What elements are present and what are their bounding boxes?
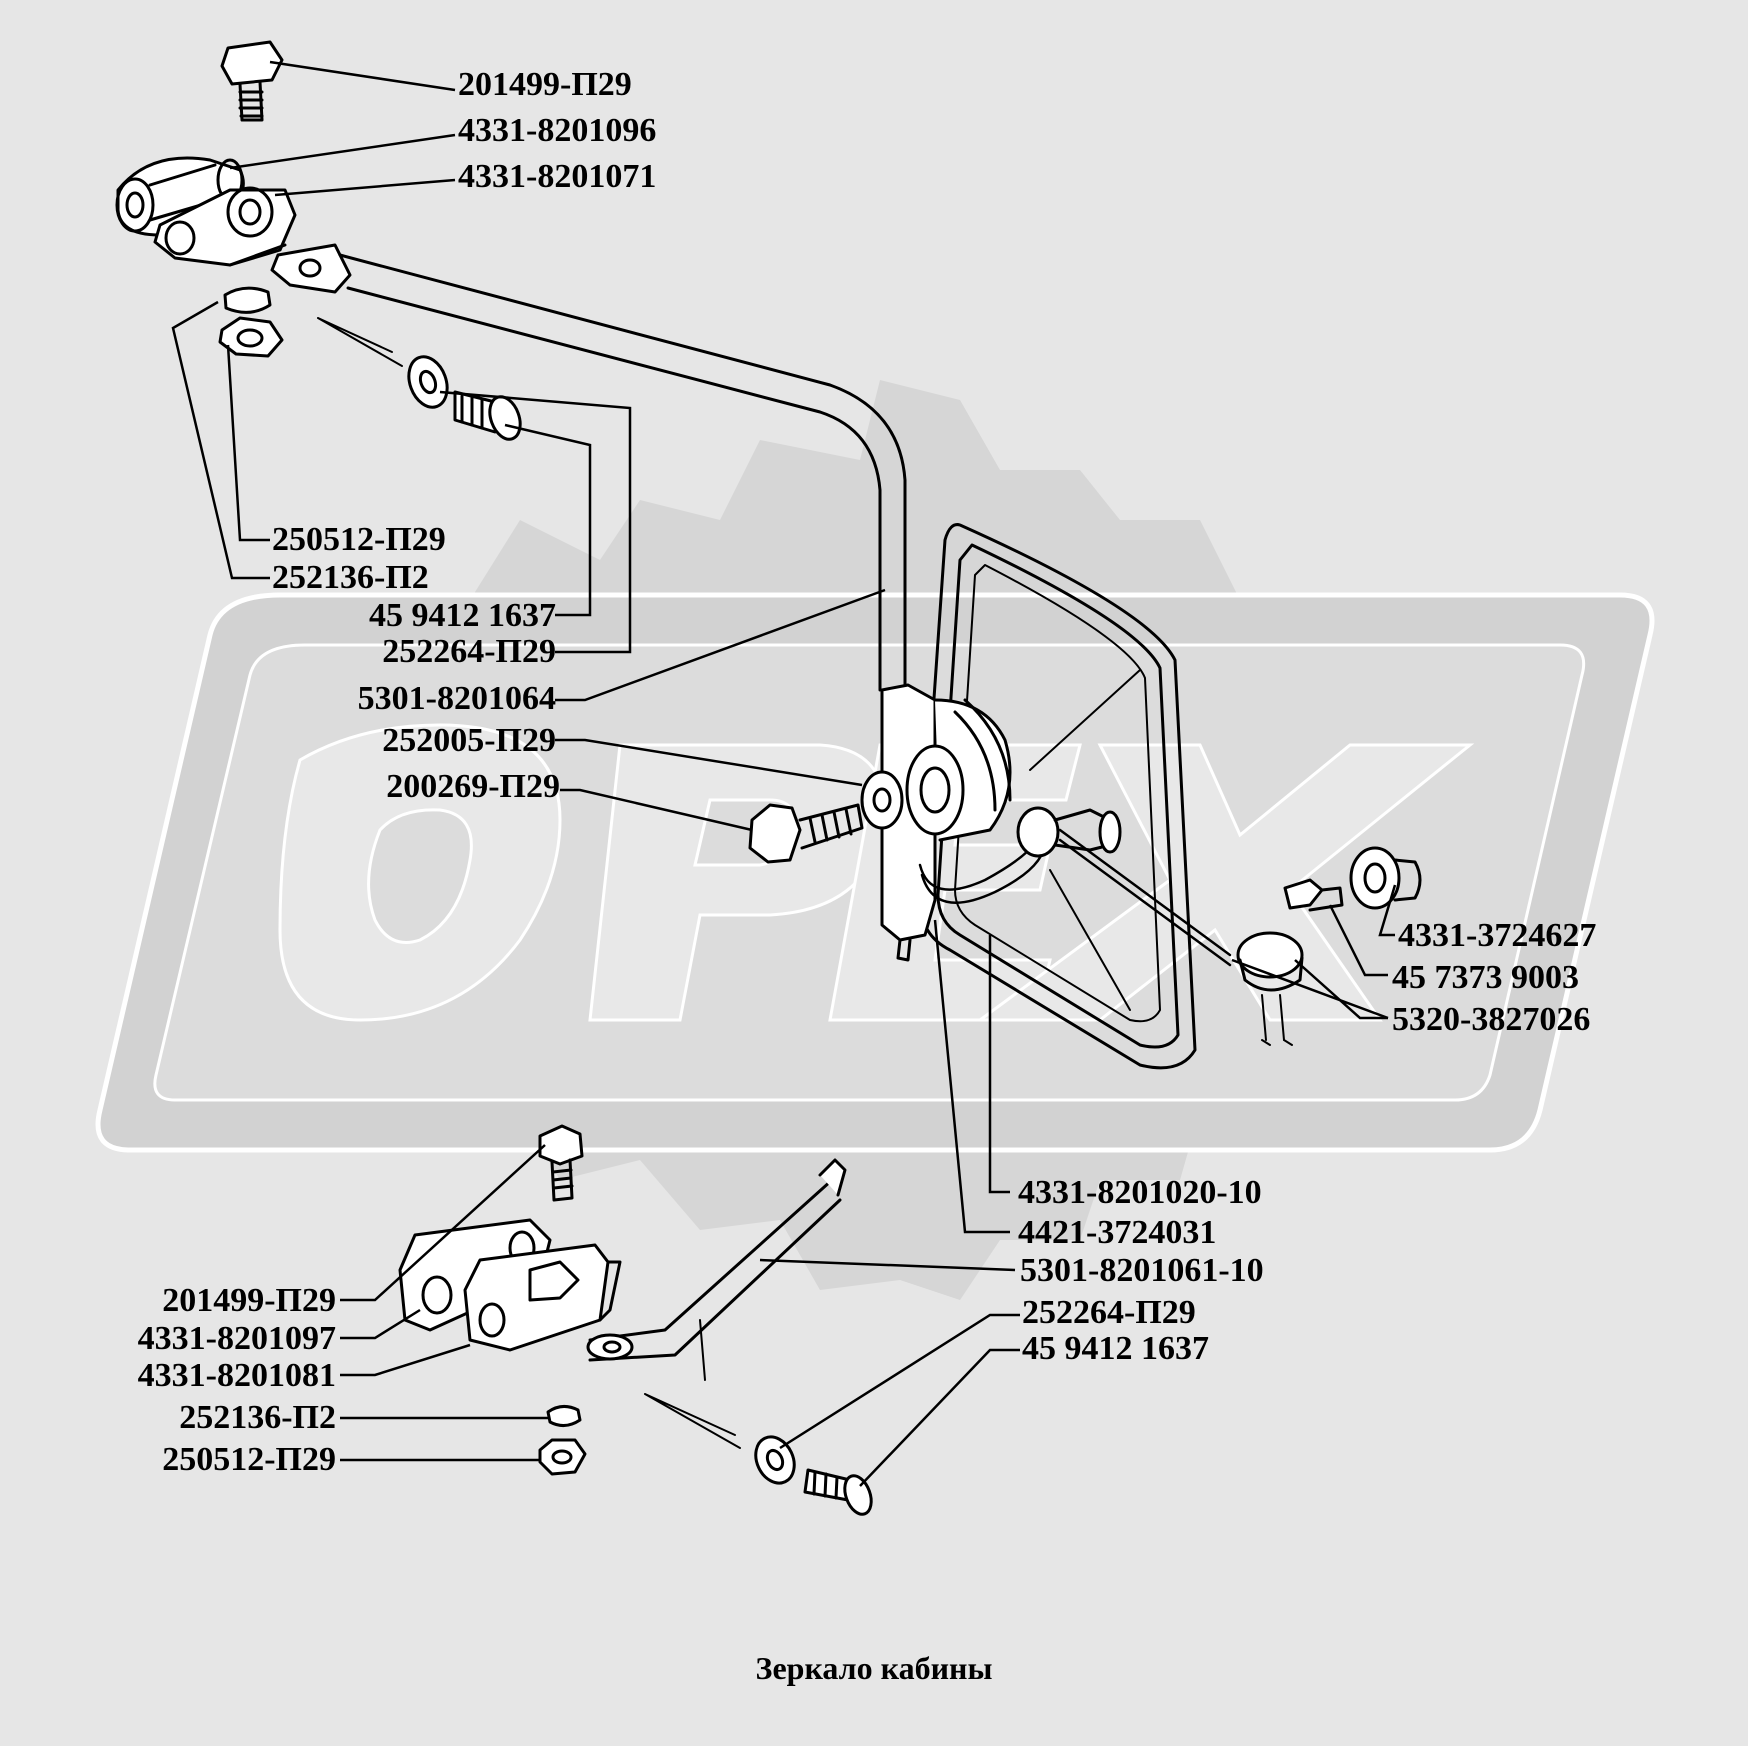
top-nut-icon xyxy=(218,316,284,358)
label-top-spring-washer: 252136-П2 xyxy=(272,559,429,596)
label-lower-clamp-pad: 4331-8201097 xyxy=(137,1320,336,1357)
label-top-clamp-pad: 4331-8201096 xyxy=(458,112,657,149)
label-lower-nut: 250512-П29 xyxy=(162,1441,336,1478)
pivot-bolt-icon xyxy=(748,803,864,864)
label-lower-spring-washer: 252136-П2 xyxy=(179,1399,336,1436)
top-lock-washer-icon xyxy=(407,355,449,409)
label-top-lock-washer: 252264-П29 xyxy=(382,633,556,670)
label-lower-brace: 5301-8201061-10 xyxy=(1020,1252,1264,1289)
label-top-screw: 45 9412 1637 xyxy=(369,597,556,634)
lower-nut-icon xyxy=(538,1438,587,1476)
arm-end-plate-icon xyxy=(270,243,352,294)
lamp-socket-icon xyxy=(1236,931,1304,1046)
label-top-bracket: 4331-8201071 xyxy=(458,158,657,195)
label-wire-harness: 4421-3724031 xyxy=(1018,1214,1217,1251)
label-lamp-socket: 5320-3827026 xyxy=(1392,1001,1591,1038)
lower-bolt-icon xyxy=(538,1124,584,1202)
label-lower-bracket: 4331-8201081 xyxy=(137,1357,336,1394)
pivot-washer-icon xyxy=(860,770,904,830)
label-lower-screw: 45 9412 1637 xyxy=(1022,1330,1209,1367)
label-lamp-bulb: 45 7373 9003 xyxy=(1392,959,1579,996)
label-top-nut: 250512-П29 xyxy=(272,521,446,558)
top-bolt-icon xyxy=(220,40,284,122)
lamp-bulb-icon xyxy=(1283,878,1344,912)
label-top-bolt: 201499-П29 xyxy=(458,66,632,103)
leader-lines xyxy=(171,60,1397,1487)
lower-spring-washer-icon xyxy=(546,1405,582,1427)
label-pivot-bolt: 200269-П29 xyxy=(386,768,560,805)
top-screw-icon xyxy=(453,390,522,441)
mirror-holder-icon xyxy=(880,683,1012,962)
lower-screw-icon xyxy=(803,1468,873,1516)
lower-brace-icon xyxy=(586,1158,847,1381)
lamp-housing-icon xyxy=(1349,846,1422,910)
label-lower-lock-washer: 252264-П29 xyxy=(1022,1294,1196,1331)
lower-bracket-icon xyxy=(463,1243,622,1352)
label-mirror-body: 4331-8201020-10 xyxy=(1018,1174,1262,1211)
label-lower-bolt: 201499-П29 xyxy=(162,1282,336,1319)
top-spring-washer-icon xyxy=(223,286,272,314)
label-pivot-washer: 252005-П29 xyxy=(382,722,556,759)
label-arm-tube: 5301-8201064 xyxy=(357,680,556,717)
label-lamp-housing: 4331-3724627 xyxy=(1398,917,1597,954)
mirror-body-icon xyxy=(918,523,1197,1070)
arm-tube-icon xyxy=(338,253,907,692)
diagram-caption: Зеркало кабины xyxy=(755,1650,993,1686)
top-bracket-icon xyxy=(153,186,297,267)
mirror-lamp-socket-icon xyxy=(1016,806,1122,858)
lower-lock-washer-icon xyxy=(754,1435,796,1485)
